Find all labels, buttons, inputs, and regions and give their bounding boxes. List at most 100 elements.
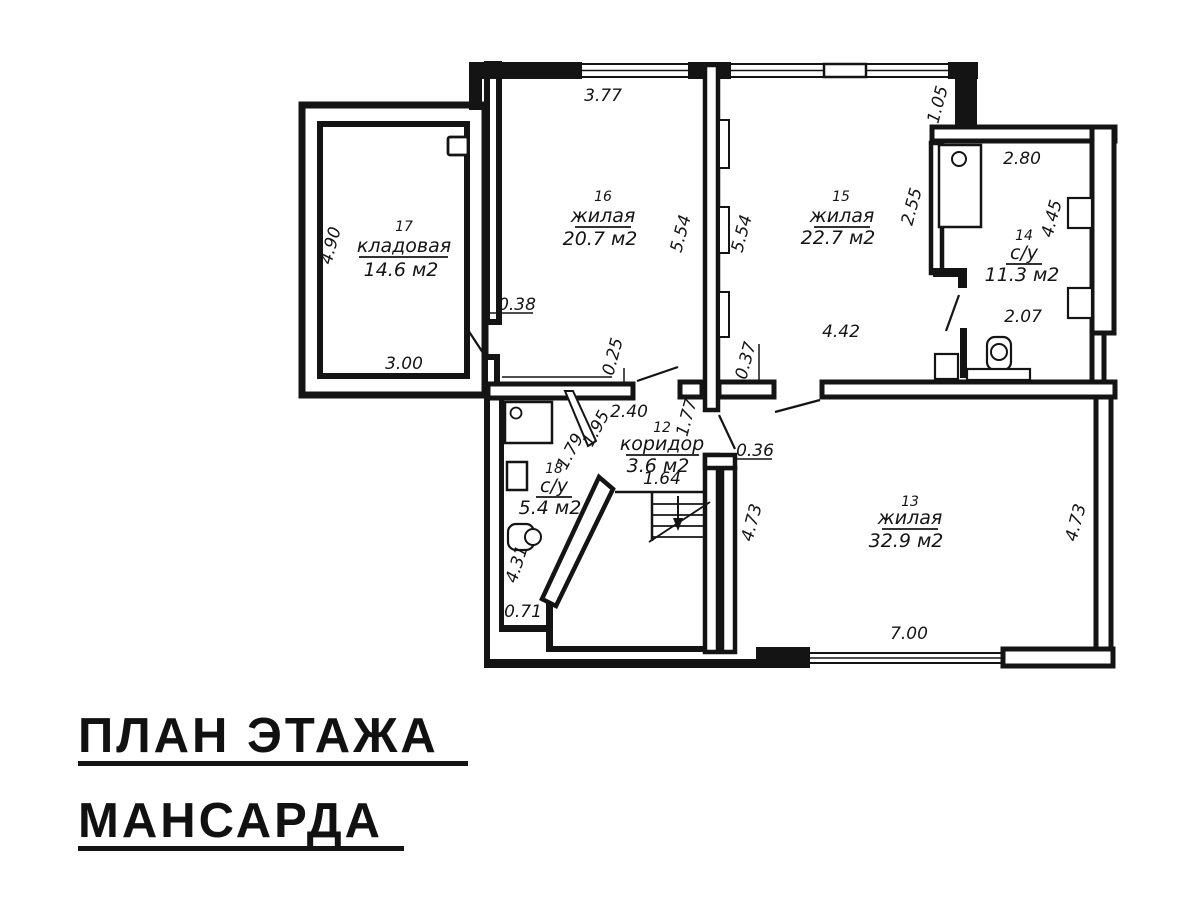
radiator-icon bbox=[1066, 286, 1094, 320]
wall-segment bbox=[485, 381, 636, 401]
room-labels: 17 кладовая 14.6 м2 16 жилая 20.7 м2 15 … bbox=[357, 189, 1060, 552]
room-label-14: 14 с/у 11.3 м2 bbox=[985, 228, 1060, 286]
window-bottom bbox=[810, 652, 1003, 664]
room-label-12: 12 коридор 3.6 м2 bbox=[620, 420, 704, 477]
room-number: 14 bbox=[1015, 228, 1033, 244]
wall-segment bbox=[546, 595, 553, 652]
room-number: 17 bbox=[395, 219, 413, 235]
walls bbox=[298, 61, 1118, 669]
room-area: 5.4 м2 bbox=[519, 497, 582, 519]
dimension-label: 3.77 bbox=[584, 86, 622, 106]
wall-segment-diagonal bbox=[539, 473, 616, 610]
wall-segment bbox=[719, 465, 738, 655]
dimension-label: 4.73 bbox=[738, 502, 767, 544]
wall-niche bbox=[718, 291, 730, 338]
wall-segment bbox=[702, 452, 721, 655]
dimension-label: 4.42 bbox=[822, 322, 860, 342]
dimension-label: 5.54 bbox=[667, 213, 696, 255]
dimension-labels: 3.77 1.05 2.80 4.90 5.54 5.54 2.55 4.45 … bbox=[317, 84, 1091, 644]
room-name: жилая bbox=[809, 205, 875, 227]
radiator-icon bbox=[1066, 196, 1094, 230]
bathtub-icon bbox=[937, 143, 983, 229]
dimension-label: 3.00 bbox=[385, 354, 423, 374]
room-name: коридор bbox=[620, 433, 704, 455]
room-label-16: 16 жилая 20.7 м2 bbox=[563, 189, 638, 250]
cabinet-icon bbox=[505, 460, 529, 492]
window-mullion bbox=[822, 62, 868, 79]
dimension-label: 7.00 bbox=[890, 624, 928, 644]
stairs-down-arrow-icon bbox=[673, 496, 683, 531]
room-name: кладовая bbox=[357, 235, 451, 257]
dimension-label: 2.80 bbox=[1003, 149, 1041, 169]
door-leaf-room14 bbox=[944, 294, 961, 332]
window-top-left bbox=[582, 63, 688, 78]
wall-segment bbox=[1093, 394, 1114, 655]
dimension-label: 2.55 bbox=[898, 186, 927, 228]
room-name: жилая bbox=[877, 507, 943, 529]
room-number: 15 bbox=[832, 189, 850, 205]
room-area: 22.7 м2 bbox=[801, 227, 876, 249]
wall-segment bbox=[702, 452, 738, 471]
door-leaf-room15 bbox=[774, 398, 821, 414]
vent-shaft-icon bbox=[446, 135, 470, 157]
dimension-label: 4.45 bbox=[1038, 198, 1067, 240]
stairs bbox=[615, 490, 711, 543]
room-area: 3.6 м2 bbox=[627, 455, 690, 477]
room-number: 16 bbox=[594, 189, 612, 205]
room-name: с/у bbox=[1010, 242, 1039, 264]
wall-segment bbox=[317, 121, 470, 379]
title-underline bbox=[78, 846, 404, 851]
window-top-right bbox=[866, 63, 948, 78]
page-title-line1: ПЛАН ЭТАЖА bbox=[78, 709, 439, 763]
room-name: жилая bbox=[570, 205, 636, 227]
wall-segment bbox=[484, 392, 490, 668]
wall-segment bbox=[550, 646, 706, 652]
sink-icon bbox=[933, 352, 960, 381]
door-leaf-corridor bbox=[718, 414, 736, 450]
wall-segment bbox=[469, 62, 582, 79]
title-underline bbox=[78, 761, 468, 766]
room-label-13: 13 жилая 32.9 м2 bbox=[869, 494, 944, 552]
dimension-label: 0.71 bbox=[504, 602, 542, 622]
wall-segment bbox=[933, 268, 967, 277]
room-label-17: 17 кладовая 14.6 м2 bbox=[357, 219, 451, 281]
wall-segment bbox=[958, 270, 967, 288]
dimension-label: 1.05 bbox=[924, 84, 953, 126]
wall-segment bbox=[702, 62, 721, 413]
wall-segment bbox=[677, 379, 705, 400]
door-leaf-room17 bbox=[467, 329, 488, 360]
wall-niche bbox=[718, 206, 730, 254]
room-area: 20.7 м2 bbox=[563, 228, 638, 250]
room-number: 13 bbox=[901, 494, 919, 510]
dimension-label: 2.40 bbox=[610, 402, 648, 422]
fixtures bbox=[446, 119, 1094, 552]
wall-segment bbox=[484, 659, 810, 668]
room-number: 12 bbox=[653, 420, 671, 436]
dimension-label: 4.31 bbox=[502, 543, 533, 585]
room-name: с/у bbox=[540, 475, 569, 497]
room-area: 14.6 м2 bbox=[364, 259, 439, 281]
wall-segment bbox=[484, 61, 502, 325]
dimension-label: 4.73 bbox=[1062, 502, 1091, 544]
dimension-label: 0.36 bbox=[736, 441, 774, 461]
wall-segment bbox=[1000, 646, 1116, 669]
dimension-label: 0.38 bbox=[498, 295, 536, 315]
room-label-18: 18 с/у 5.4 м2 bbox=[519, 461, 582, 519]
washbasin-icon bbox=[503, 400, 554, 445]
dimension-label: 0.37 bbox=[732, 340, 761, 382]
dimension-ticks bbox=[490, 312, 772, 460]
door-leaf-room16 bbox=[636, 365, 679, 383]
wall-segment bbox=[1089, 124, 1117, 336]
toilet-icon bbox=[506, 522, 542, 552]
wall-niche bbox=[718, 119, 730, 169]
wall-segment bbox=[499, 625, 552, 632]
wall-segment bbox=[469, 62, 482, 110]
toilet-icon bbox=[965, 335, 1032, 382]
wall-segment bbox=[929, 124, 1118, 144]
wall-segment bbox=[499, 398, 504, 630]
dimension-label: 5.54 bbox=[728, 213, 757, 255]
room-label-15: 15 жилая 22.7 м2 bbox=[801, 189, 876, 249]
wall-segment bbox=[960, 328, 967, 378]
